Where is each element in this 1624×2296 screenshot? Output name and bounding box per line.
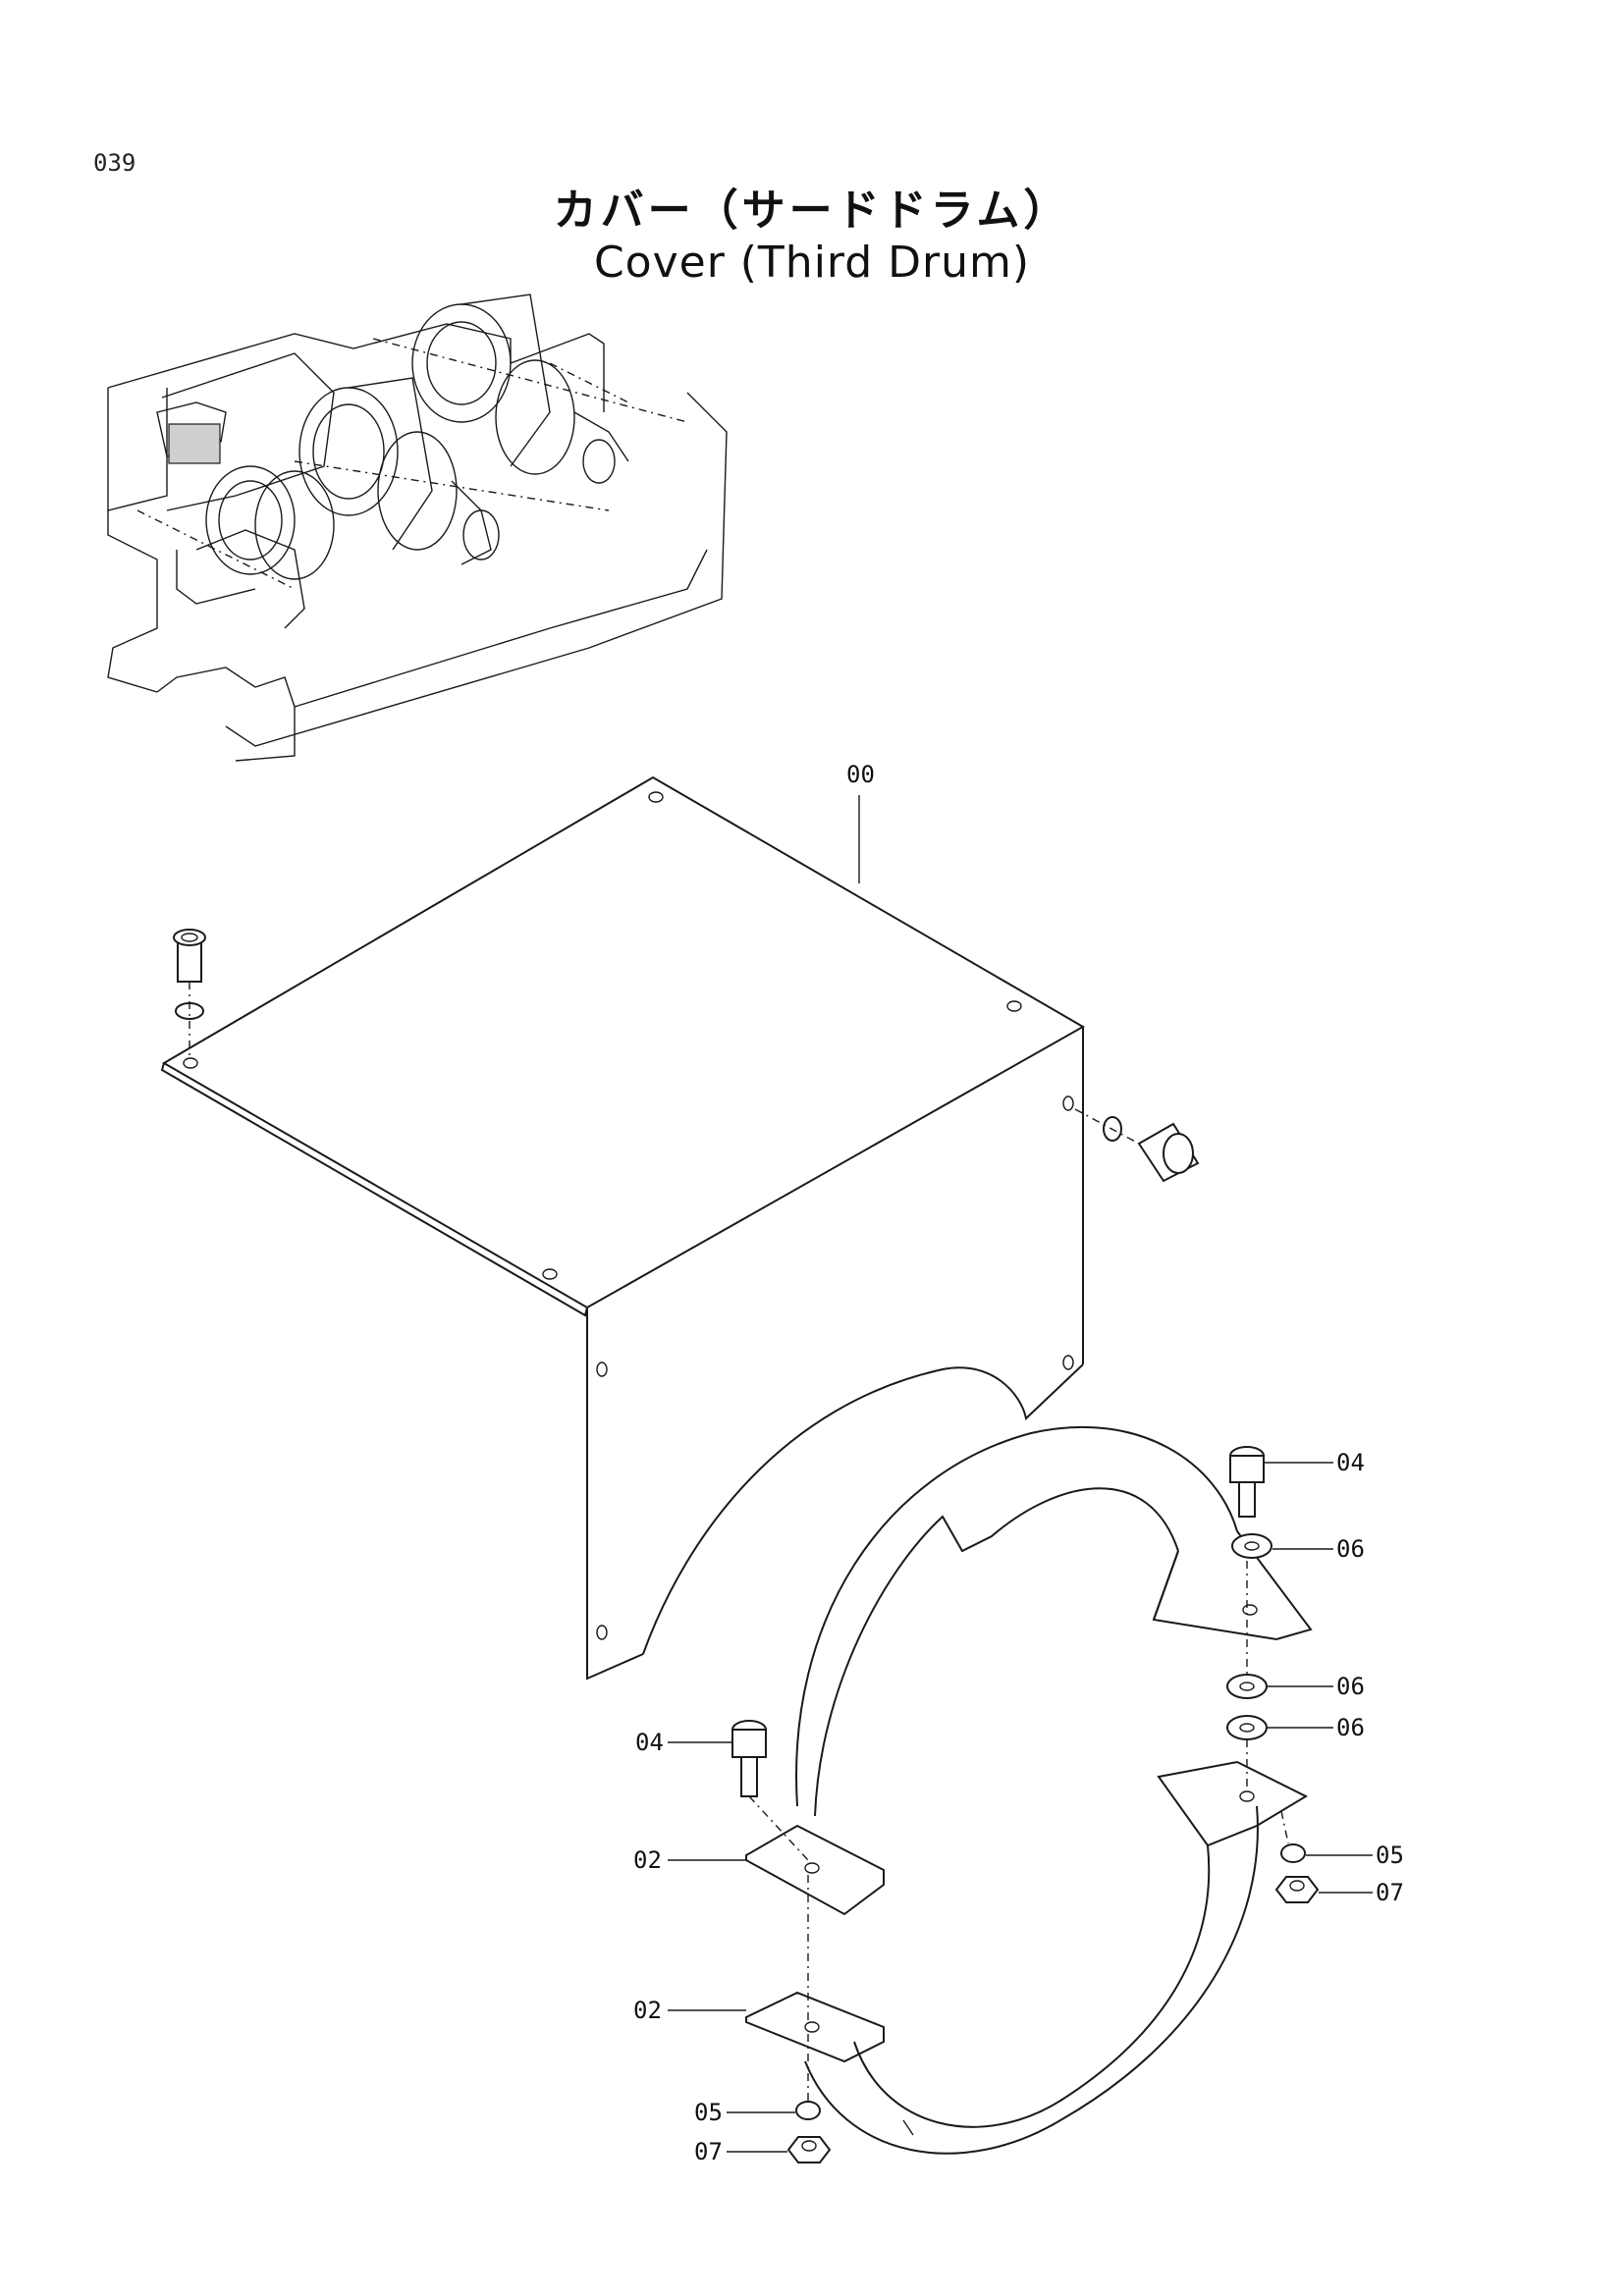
title-japanese: カバー（サードドラム） [553,186,1071,236]
callout-04-left: 04 [635,1729,664,1756]
callout-05-left: 05 [694,2099,723,2126]
callout-06-top: 06 [1336,1535,1365,1563]
callout-05-right: 05 [1376,1842,1404,1869]
callout-06-lower: 06 [1336,1714,1365,1741]
callout-07-right: 07 [1376,1879,1404,1906]
callout-02-lower: 02 [633,1997,662,2024]
cover-00-drawing [160,775,1200,1681]
band-lower-drawing [745,1760,1309,2155]
callout-06-middle: 06 [1336,1673,1365,1700]
location-inset-drums [107,294,728,762]
title-english: Cover (Third Drum) [593,238,1031,288]
fasteners [668,795,1373,2163]
callout-04-upper: 04 [1336,1449,1365,1476]
page-number: 039 [93,149,136,177]
callout-00: 00 [846,761,875,788]
band-upper-drawing [745,1425,1313,1916]
callout-02-upper: 02 [633,1846,662,1874]
callout-07-left: 07 [694,2138,723,2165]
